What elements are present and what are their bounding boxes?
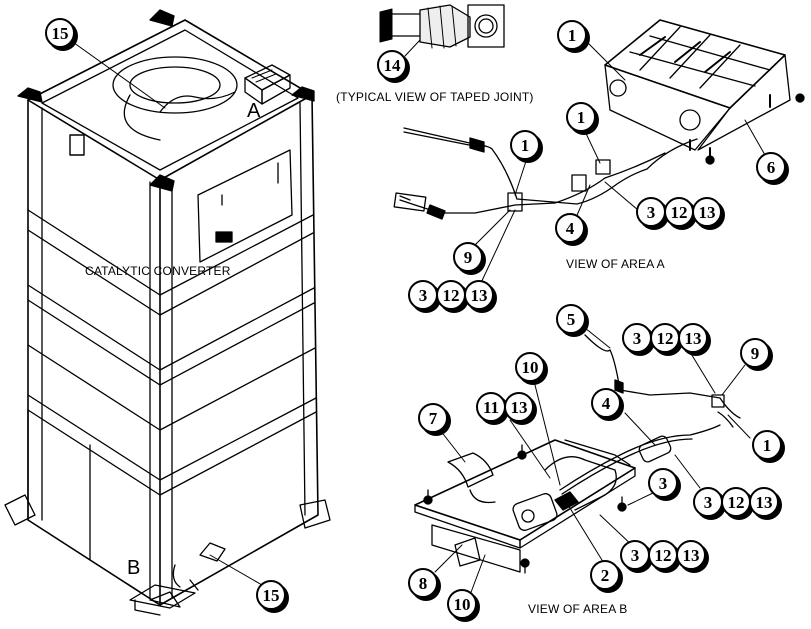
callout-1-area-a-mid: 1	[566, 102, 596, 132]
area-b-sensor-block	[129, 564, 199, 616]
callout-text: 3	[630, 545, 640, 565]
callout-text: 12	[670, 202, 688, 222]
callout-6: 6	[756, 152, 786, 182]
area-a-letter: A	[247, 100, 261, 122]
callout-text: 10	[521, 357, 539, 377]
callout-13-area-a-right: 13	[692, 197, 722, 227]
callout-text: 12	[654, 545, 672, 565]
callout-text: 12	[442, 285, 460, 305]
catalytic-converter-label: CATALYTIC CONVERTER	[85, 264, 231, 278]
callout-15-bottom: 15	[256, 580, 286, 610]
callout-text: 12	[656, 328, 674, 348]
callout-3-area-a-right: 3	[636, 197, 666, 227]
callout-text: 12	[727, 492, 745, 512]
callout-1-area-a-top: 1	[557, 20, 587, 50]
callout-text: 1	[520, 135, 530, 155]
callout-12-area-b-bottom: 12	[648, 540, 678, 570]
callout-text: 9	[750, 343, 760, 363]
callout-text: 9	[463, 247, 473, 267]
callout-11-area-b: 11	[476, 392, 506, 422]
callout-12-area-a-right: 12	[664, 197, 694, 227]
callout-text: 14	[383, 55, 401, 75]
callout-text: 11	[482, 397, 500, 417]
callout-text: 15	[51, 23, 69, 43]
callout-1-area-a-left: 1	[510, 130, 540, 160]
callout-text: 13	[698, 202, 716, 222]
callout-7-area-b: 7	[418, 403, 448, 433]
area-a-sensor-block	[159, 64, 291, 113]
callout-4-area-b: 4	[591, 388, 621, 418]
callout-10-area-b-top: 10	[515, 352, 545, 382]
callout-text: 1	[567, 25, 577, 45]
taped-joint-detail	[379, 4, 505, 57]
callout-text: 6	[766, 157, 776, 177]
callout-5-area-b: 5	[556, 304, 586, 334]
callout-9-area-b: 9	[740, 338, 770, 368]
callout-10-area-b-bottom: 10	[447, 589, 477, 619]
callout-text: 3	[418, 285, 428, 305]
callout-text: 3	[703, 492, 713, 512]
callout-text: 13	[684, 328, 702, 348]
callout-12-area-a-left: 12	[436, 280, 466, 310]
callout-15-top: 15	[45, 18, 75, 48]
callout-3-area-a-left: 3	[408, 280, 438, 310]
callout-text: 13	[755, 492, 773, 512]
callout-3-area-b-bottom: 3	[620, 540, 650, 570]
callout-2-area-b: 2	[590, 560, 620, 590]
callout-text: 13	[682, 545, 700, 565]
callout-13-area-b-top: 13	[678, 323, 708, 353]
area-b-detail	[414, 327, 751, 596]
view-area-a-label: VIEW OF AREA A	[566, 257, 665, 271]
callout-3-area-b-low: 3	[693, 487, 723, 517]
callout-3-area-b-top: 3	[622, 323, 652, 353]
callout-text: 4	[601, 393, 611, 413]
callout-text: 7	[428, 408, 438, 428]
callout-13-area-b-low: 13	[749, 487, 779, 517]
callout-12-area-b-low: 12	[721, 487, 751, 517]
callout-text: 4	[565, 218, 575, 238]
callout-text: 2	[600, 565, 610, 585]
callout-text: 15	[262, 585, 280, 605]
callout-text: 3	[632, 328, 642, 348]
callout-12-area-b-top: 12	[650, 323, 680, 353]
callout-text: 10	[453, 594, 471, 614]
callout-1-area-b: 1	[752, 430, 782, 460]
callout-13-area-a-left: 13	[464, 280, 494, 310]
callout-text: 1	[762, 435, 772, 455]
callout-text: 8	[418, 573, 428, 593]
catalytic-converter-cabinet	[4, 9, 331, 616]
callout-text: 13	[470, 285, 488, 305]
callout-text: 3	[646, 202, 656, 222]
callout-14: 14	[377, 50, 407, 80]
area-b-letter: B	[127, 557, 141, 579]
callout-13-area-b-mid: 13	[504, 392, 534, 422]
callout-4-area-a: 4	[555, 213, 585, 243]
callout-text: 13	[510, 397, 528, 417]
callout-text: 1	[576, 107, 586, 127]
callout-text: 3	[658, 473, 668, 493]
callout-text: 5	[566, 309, 576, 329]
callout-9-area-a: 9	[453, 242, 483, 272]
view-area-b-label: VIEW OF AREA B	[528, 602, 628, 616]
taped-joint-caption: (TYPICAL VIEW OF TAPED JOINT)	[336, 90, 534, 104]
callout-3-area-b-single: 3	[648, 468, 678, 498]
area-a-detail	[393, 19, 805, 286]
callout-8-area-b: 8	[408, 568, 438, 598]
callout-13-area-b-bottom: 13	[676, 540, 706, 570]
